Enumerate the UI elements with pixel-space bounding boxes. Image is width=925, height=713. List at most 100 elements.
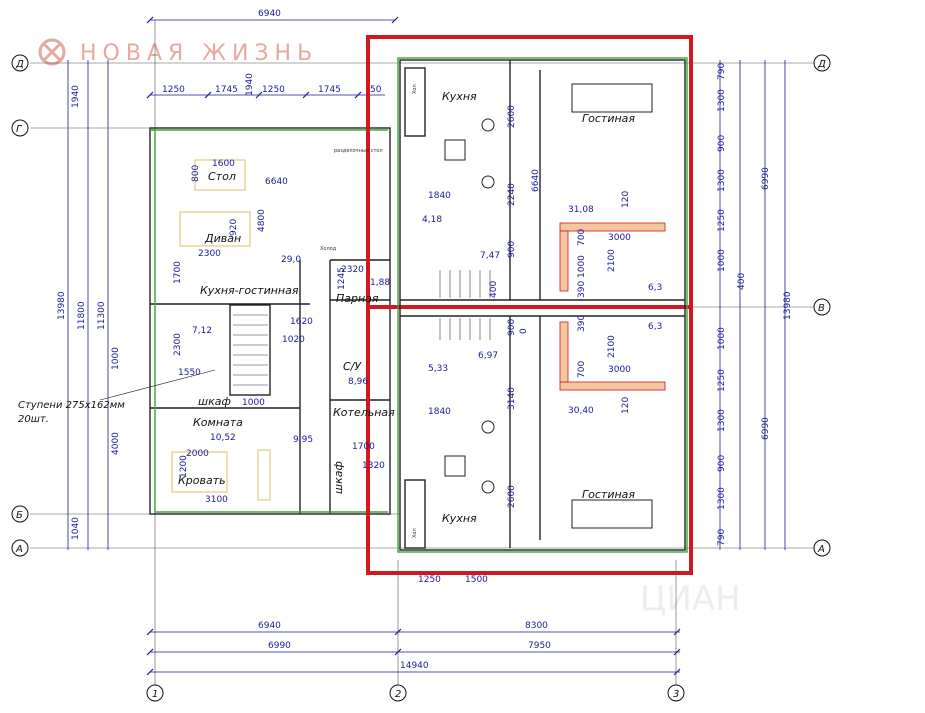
area-komnata: 10,52: [210, 433, 236, 443]
dim-11800: 11800: [77, 301, 87, 330]
dim-3000-bot: 3000: [608, 365, 631, 375]
dim-1000-top: 1000: [577, 255, 587, 278]
room-divan: Диван: [204, 232, 241, 245]
dim-1940: 1940: [245, 73, 255, 96]
area-995: 9,95: [293, 435, 313, 445]
dim-390-bot: 390: [577, 315, 587, 332]
dim-2100-bot: 2100: [607, 335, 617, 358]
dim-2600-bot: 2600: [507, 485, 517, 508]
right-building-green-outline: [397, 57, 688, 553]
area-63-top: 6,3: [648, 283, 662, 293]
axis-b-left: Б: [16, 510, 23, 521]
room-stol: Стол: [208, 170, 236, 183]
dim-0: 0: [519, 328, 529, 334]
area-kitchen-living: 29,0: [281, 255, 301, 265]
dim-1600: 1600: [212, 159, 235, 169]
area-63-bot: 6,3: [648, 322, 662, 332]
dimension-lines: [67, 19, 786, 673]
dim-1250b: 1250: [262, 85, 285, 95]
dim-1245: 1245: [337, 267, 347, 290]
dimension-ticks: [146, 16, 681, 676]
dim-1840-bot: 1840: [428, 407, 451, 417]
dim-120-top: 120: [621, 191, 631, 208]
right-furniture: [444, 83, 653, 529]
dim-400-top: 400: [489, 281, 499, 298]
label-hol-bot: Хол: [412, 528, 418, 538]
dim-1000-left: 1000: [111, 347, 121, 370]
dim-700-top: 700: [577, 229, 587, 246]
dim-1000r: 1000: [717, 249, 727, 272]
dim-2300b: 2300: [173, 333, 183, 356]
dim-8300: 8300: [525, 621, 548, 631]
area-712: 7,12: [192, 326, 212, 336]
room-shkaf-2: шкаф: [332, 461, 345, 494]
dim-1300rc: 1300: [717, 409, 727, 432]
axis-a-right: А: [817, 544, 825, 555]
dim-7950: 7950: [528, 641, 551, 651]
label-holod: Холод: [320, 246, 337, 252]
dim-1700: 1700: [173, 261, 183, 284]
dim-1940-left: 1940: [71, 85, 81, 108]
dim-1700b: 1700: [352, 442, 375, 452]
dim-390-top: 390: [577, 281, 587, 298]
right-stairs: [439, 270, 491, 340]
stairs-note-line1: Ступени 275х162мм: [18, 400, 125, 411]
axis-markers: [11, 54, 831, 702]
dim-2300: 2300: [198, 249, 221, 259]
left-furniture: [171, 159, 271, 501]
axis-3: 3: [673, 689, 679, 700]
dim-1620: 1620: [290, 317, 313, 327]
dim-1250: 1250: [162, 85, 185, 95]
area-parnaya: 1,88: [370, 278, 390, 288]
room-komnata: Комната: [193, 416, 243, 429]
partition-walls: [559, 222, 666, 391]
dim-2600-top: 2600: [507, 105, 517, 128]
label-hol-top: Хол: [412, 84, 418, 94]
axis-d-left: Д: [15, 59, 24, 70]
dim-2100-top: 2100: [607, 249, 617, 272]
dim-50: 50: [370, 85, 382, 95]
dim-6990-bottom: 6990: [268, 641, 291, 651]
axis-d-right: Д: [817, 59, 826, 70]
dim-2320: 2320: [341, 265, 364, 275]
dim-6940-top: 6940: [258, 9, 281, 19]
dim-1745b: 1745: [318, 85, 341, 95]
dim-1745a: 1745: [215, 85, 238, 95]
dim-11300: 11300: [97, 301, 107, 330]
dim-400r: 400: [737, 273, 747, 290]
dim-1000rb: 1000: [717, 327, 727, 350]
dim-6990: 6990: [761, 167, 771, 190]
dim-1250r: 1250: [717, 209, 727, 232]
dim-3140: 3140: [507, 387, 517, 410]
dim-900rb: 900: [717, 455, 727, 472]
dim-1500-bottom: 1500: [465, 575, 488, 585]
dim-3100: 3100: [205, 495, 228, 505]
dim-920: 920: [229, 219, 239, 236]
room-kuhnya-top: Кухня: [442, 90, 477, 103]
dim-900-bot: 900: [507, 319, 517, 336]
dim-790b: 790: [717, 529, 727, 546]
dim-13980-right: 13980: [783, 291, 793, 320]
area-533: 5,33: [428, 364, 448, 374]
area-418: 4,18: [422, 215, 442, 225]
stairs-note-line2: 20шт.: [18, 414, 49, 425]
dim-4000: 4000: [111, 432, 121, 455]
room-su: С/У: [343, 360, 362, 373]
watermark-text: ЦИАН: [640, 579, 741, 619]
dim-1250rb: 1250: [717, 369, 727, 392]
axis-a-left: А: [15, 544, 23, 555]
dim-1200: 1200: [179, 455, 189, 478]
area-3040: 30,40: [568, 406, 594, 416]
dim-1300a: 1300: [717, 89, 727, 112]
dim-900a: 900: [717, 135, 727, 152]
label-razd-stol: разделочный стол: [334, 147, 383, 154]
area-697: 6,97: [478, 351, 498, 361]
area-su: 8,96: [348, 377, 368, 387]
dim-2240: 2240: [507, 183, 517, 206]
dim-1840-top: 1840: [428, 191, 451, 201]
dim-6940-bottom: 6940: [258, 621, 281, 631]
dim-2000: 2000: [186, 449, 209, 459]
dim-120-bot: 120: [621, 397, 631, 414]
dim-900-top: 900: [507, 241, 517, 258]
